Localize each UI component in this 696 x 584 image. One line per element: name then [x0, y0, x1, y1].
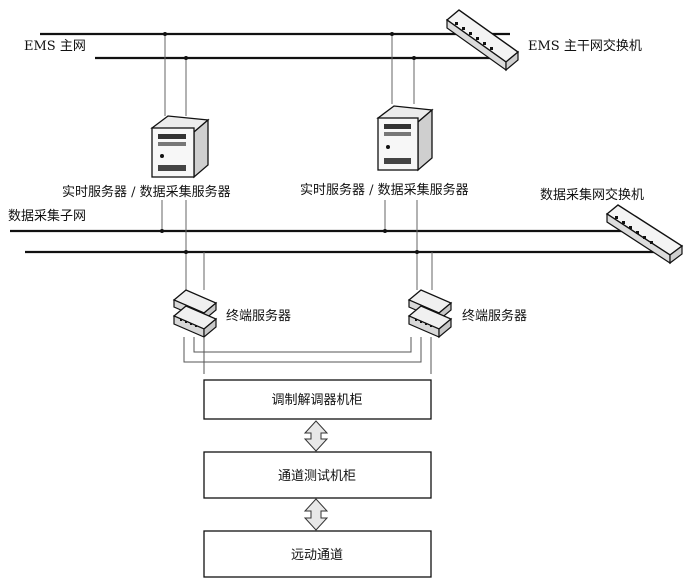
junction-dots — [160, 32, 419, 254]
ems-switch-label: EMS 主干网交换机 — [528, 38, 642, 54]
left-server-icon — [150, 115, 210, 179]
channel-label: 远动通道 — [291, 548, 343, 563]
acq-subnet-label: 数据采集子网 — [8, 208, 86, 224]
test-channel-arrow — [303, 498, 329, 531]
right-terminal-server-icon — [407, 289, 453, 339]
terminal-to-modem-bus — [183, 337, 432, 374]
modem-test-arrow — [303, 420, 329, 452]
test-cabinet-label: 通道测试机柜 — [278, 469, 356, 484]
test-cabinet-box — [203, 451, 432, 499]
left-terminal-server-icon — [172, 289, 218, 339]
acq-switch-label: 数据采集网交换机 — [540, 187, 644, 203]
right-server-label: 实时服务器 / 数据采集服务器 — [300, 182, 469, 198]
modem-cabinet-box — [203, 379, 432, 420]
channel-box — [203, 530, 432, 578]
right-server-icon — [376, 105, 434, 172]
left-terminal-label: 终端服务器 — [226, 308, 291, 324]
ems-switch-icon — [445, 9, 520, 72]
ems-main-label: EMS 主网 — [24, 39, 86, 54]
modem-cabinet-label: 调制解调器机柜 — [271, 393, 362, 408]
right-terminal-label: 终端服务器 — [462, 308, 527, 324]
acq-switch-icon — [605, 204, 684, 265]
left-server-label: 实时服务器 / 数据采集服务器 — [62, 184, 231, 200]
